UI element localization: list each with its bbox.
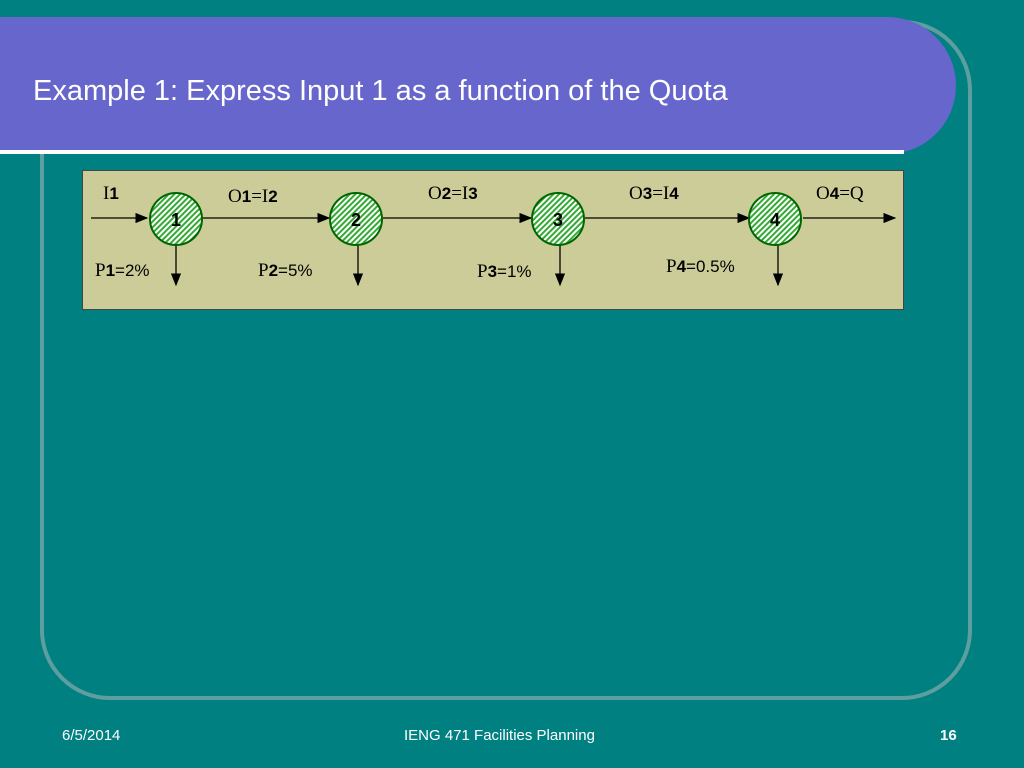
title-bar: Example 1: Express Input 1 as a function…: [0, 17, 956, 154]
title-divider: [0, 150, 904, 154]
loss-label-3: P3=1%: [477, 261, 532, 282]
input-label: I1: [103, 183, 119, 204]
node-3-label: 3: [553, 210, 563, 230]
node-4-label: 4: [770, 210, 780, 230]
node-1: 1: [149, 192, 203, 246]
slide-title: Example 1: Express Input 1 as a function…: [33, 75, 728, 107]
node-1-label: 1: [171, 210, 181, 230]
node-3: 3: [531, 192, 585, 246]
loss-label-2: P2=5%: [258, 260, 313, 281]
loss-label-1: P1=2%: [95, 260, 150, 281]
page-number: 16: [940, 727, 957, 744]
footer-course: IENG 471 Facilities Planning: [404, 727, 595, 744]
flow-diagram: 1 2 3 4 I1 O1=I2 O2=I3 O3=I4 O4=Q: [82, 170, 904, 310]
flow-label-3: O3=I4: [629, 183, 679, 204]
loss-label-4: P4=0.5%: [666, 256, 735, 277]
node-4: 4: [748, 192, 802, 246]
flow-label-2: O2=I3: [428, 183, 478, 204]
footer-date: 6/5/2014: [62, 727, 121, 744]
output-label: O4=Q: [816, 183, 864, 204]
flow-label-1: O1=I2: [228, 186, 278, 207]
node-2: 2: [329, 192, 383, 246]
flow-diagram-svg: 1 2 3 4 I1 O1=I2 O2=I3 O3=I4 O4=Q: [91, 183, 897, 287]
node-2-label: 2: [351, 210, 361, 230]
